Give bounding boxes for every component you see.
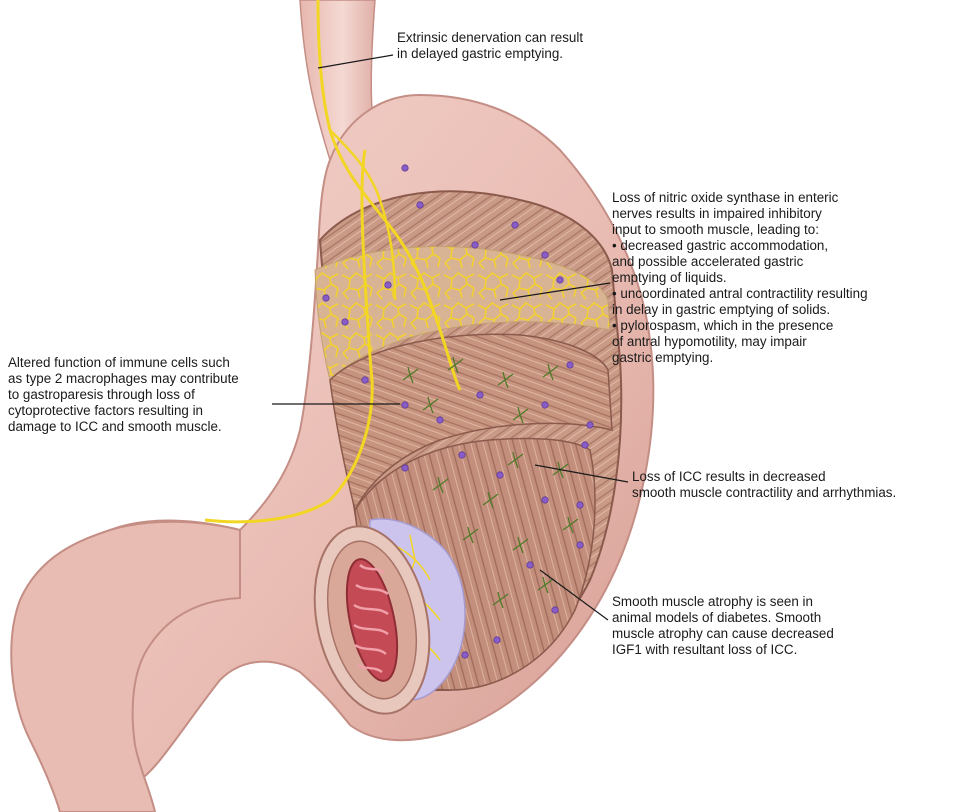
callout-extrinsic-denervation: Extrinsic denervation can result in dela… — [397, 30, 677, 62]
callout-nitric-oxide-synthase: Loss of nitric oxide synthase in enteric… — [612, 190, 952, 366]
callout-icc-loss: Loss of ICC results in decreased smooth … — [632, 469, 952, 501]
callout-immune-cells: Altered function of immune cells such as… — [8, 355, 308, 435]
callout-smooth-muscle-atrophy: Smooth muscle atrophy is seen in animal … — [612, 594, 902, 658]
